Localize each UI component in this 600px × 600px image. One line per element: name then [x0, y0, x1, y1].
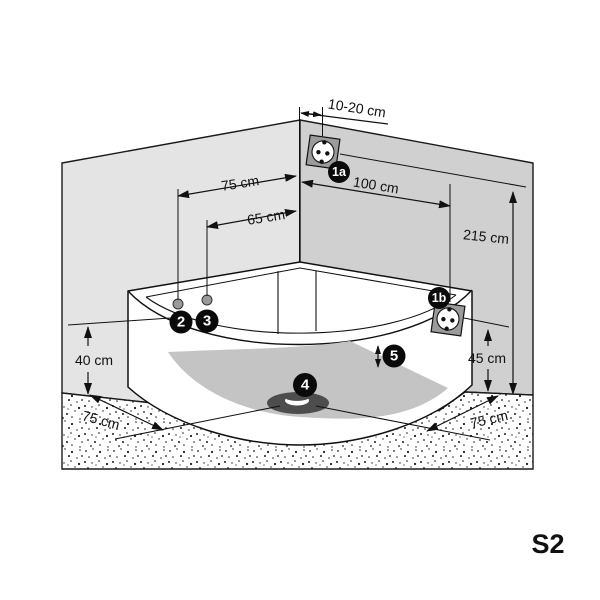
label-socket-side-height: 45 cm — [468, 350, 506, 366]
dim-100-line — [301, 179, 451, 209]
dimension-lines — [84, 111, 517, 432]
jet-control-left — [172, 298, 184, 310]
socket1b-height-reference — [463, 317, 510, 328]
corner-bathtub — [127, 261, 473, 446]
label-socket-top-distance: 100 cm — [352, 174, 400, 197]
marker-badges: 1a 1b 2 3 4 5 — [169, 161, 450, 397]
jet-control-right — [201, 294, 213, 306]
marker-label-1b: 1b — [432, 291, 447, 305]
marker-badge-2: 2 — [169, 310, 193, 334]
marker-label-2: 2 — [177, 314, 185, 331]
marker-badge-1a: 1a — [328, 161, 350, 183]
marker-badge-1b: 1b — [428, 287, 450, 309]
tub-back-inner-edge — [145, 267, 457, 298]
schuko-socket-1b-icon — [430, 301, 466, 337]
socket1a-height-reference — [339, 153, 527, 188]
label-total-height: 215 cm — [462, 226, 509, 247]
schuko-socket-1a-icon — [305, 134, 341, 170]
drain-axis-line-left — [114, 405, 281, 440]
dim-75-floor-right-line — [426, 395, 499, 432]
drain-axis-line-right — [315, 405, 491, 441]
label-jet-far: 75 cm — [220, 172, 260, 194]
dim-75-top-line — [177, 173, 297, 199]
rim-height-reference — [67, 316, 186, 326]
marker-label-5: 5 — [390, 348, 398, 365]
product-code: S2 — [531, 529, 564, 559]
dim-socket-offset-arrow2 — [305, 111, 322, 118]
dimension-labels: 10-20 cm 75 cm 65 cm 100 cm 215 cm 45 cm… — [75, 96, 510, 433]
label-socket-offset: 10-20 cm — [327, 96, 387, 121]
marker-label-4: 4 — [301, 377, 310, 394]
marker-badge-3: 3 — [195, 309, 219, 333]
marker-label-1a: 1a — [332, 165, 347, 179]
label-jet-near: 65 cm — [246, 206, 286, 228]
dim-75-floor-left-line — [89, 394, 164, 431]
label-rim-height: 40 cm — [75, 352, 113, 368]
marker-label-3: 3 — [203, 313, 211, 330]
marker-badge-5: 5 — [382, 344, 406, 368]
dim-65-line — [206, 209, 297, 229]
marker-badge-4: 4 — [293, 373, 317, 397]
